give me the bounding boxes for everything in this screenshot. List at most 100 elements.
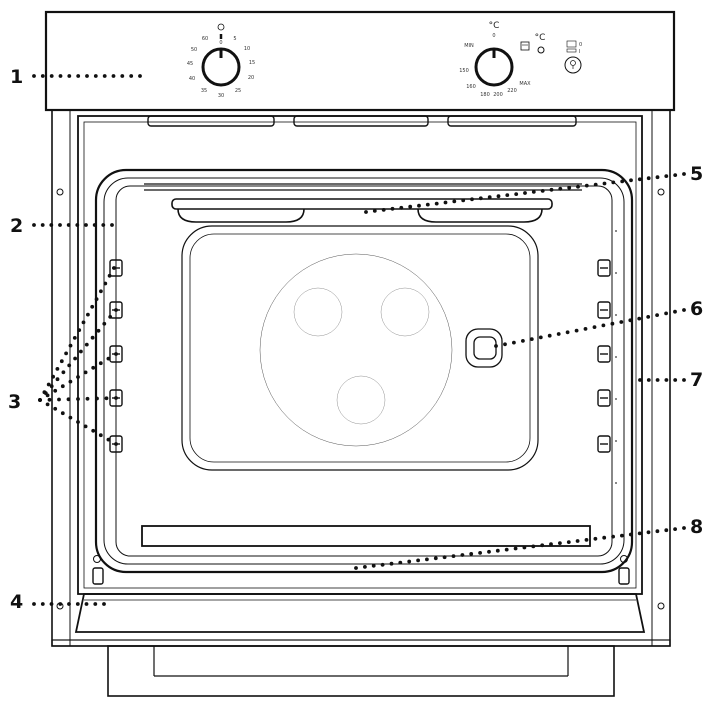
leader-dot [83,370,88,375]
leader-dot [32,223,36,227]
leader-dot [433,556,438,561]
leader-dot [53,388,58,393]
leader-dot [503,342,507,347]
timer-label: 5 [233,36,236,42]
leader-dot [442,555,447,560]
leader-dot [628,532,633,537]
timer-label: 30 [218,93,224,99]
thermostat-label: 220 [507,88,517,94]
leader-dot [637,531,642,536]
shelf-runner [109,389,123,407]
leader-dot [120,74,125,78]
leader-dot [540,543,545,548]
leader-dot [470,197,474,202]
leader-dot [664,378,669,382]
screw-right [657,188,665,196]
callout-2: 2 [10,215,23,237]
leader-dot [99,289,103,294]
leader-dot [399,205,404,210]
leader-dot [77,328,82,332]
leader-dot [514,192,519,197]
thermostat-label: MIN [464,43,474,49]
leader-dot [583,327,588,331]
leader-dot [655,175,660,180]
leader-dot [49,74,54,78]
leader-dot [496,194,501,199]
light-label-0: 0 [579,42,582,48]
leader-dot [60,384,65,389]
leader-dot [522,545,527,550]
leader-dot [495,548,500,553]
leader-dot [111,74,116,78]
shelf-runner [109,259,123,277]
leader-dot [98,433,103,438]
leader-dot [108,315,113,319]
leader-dot [620,179,625,184]
light-label-1: I [579,49,580,55]
clock-icon [217,23,225,31]
leader-dot [637,177,642,182]
leader-dot [110,223,114,227]
oven-door-bottom [51,593,671,647]
leader-dot [98,361,103,366]
light-switch[interactable]: 0 I [564,40,582,74]
leader-dot [576,184,580,189]
leader-dot [425,202,430,207]
oven-function-icon [520,41,530,51]
leader-dot [106,356,111,361]
leader-dot [682,308,686,312]
leader-dot [504,547,509,552]
leader-dot [584,538,589,542]
leader-dot [494,344,498,348]
leader-dot [49,602,54,606]
leader-dot [32,602,36,606]
shelf-runner [597,389,611,407]
leader-dot [380,562,385,567]
leader-dot [584,183,589,188]
leader-dot [682,378,686,382]
timer-label: 35 [201,88,207,94]
leader-dot [38,398,42,402]
leader-dot [549,542,553,547]
leader-dot [565,330,570,335]
thermostat-label: 0 [492,33,495,39]
leader-dot [84,602,89,606]
leader-dot [425,557,429,562]
leader-dot [646,530,651,535]
callout-6: 6 [690,298,703,320]
leader-dot [381,208,386,212]
leader-dot [106,437,111,442]
leader-dot [417,203,421,208]
leader-dot [96,328,101,333]
leader-dot [112,266,116,270]
leader-dot [363,565,367,569]
leader-dot [94,297,99,301]
leader-dot [408,204,413,209]
leader-dot [364,210,368,214]
leader-dot [75,223,80,227]
leader-dot [628,318,633,323]
leader-dot [549,187,554,192]
leader-dot [673,378,678,382]
fan-cover [259,253,453,447]
leader-dot [49,384,54,389]
leader-dot [655,529,660,534]
leader-dot [638,378,642,382]
leader-dot [664,311,668,316]
leader-dot [64,351,68,356]
leader-dot [434,201,439,206]
callout-8: 8 [690,516,703,538]
leader-dot [592,325,597,329]
leader-dot [354,566,358,570]
callout-5: 5 [690,163,703,185]
leader-dot [67,74,72,78]
shelf-runners-right [597,230,617,500]
leader-dot [53,406,58,411]
leader-dot [114,352,118,356]
thermostat-label: MAX [519,81,531,87]
leader-dot [460,553,465,557]
leader-dot [40,74,45,78]
leader-dot [85,74,89,78]
